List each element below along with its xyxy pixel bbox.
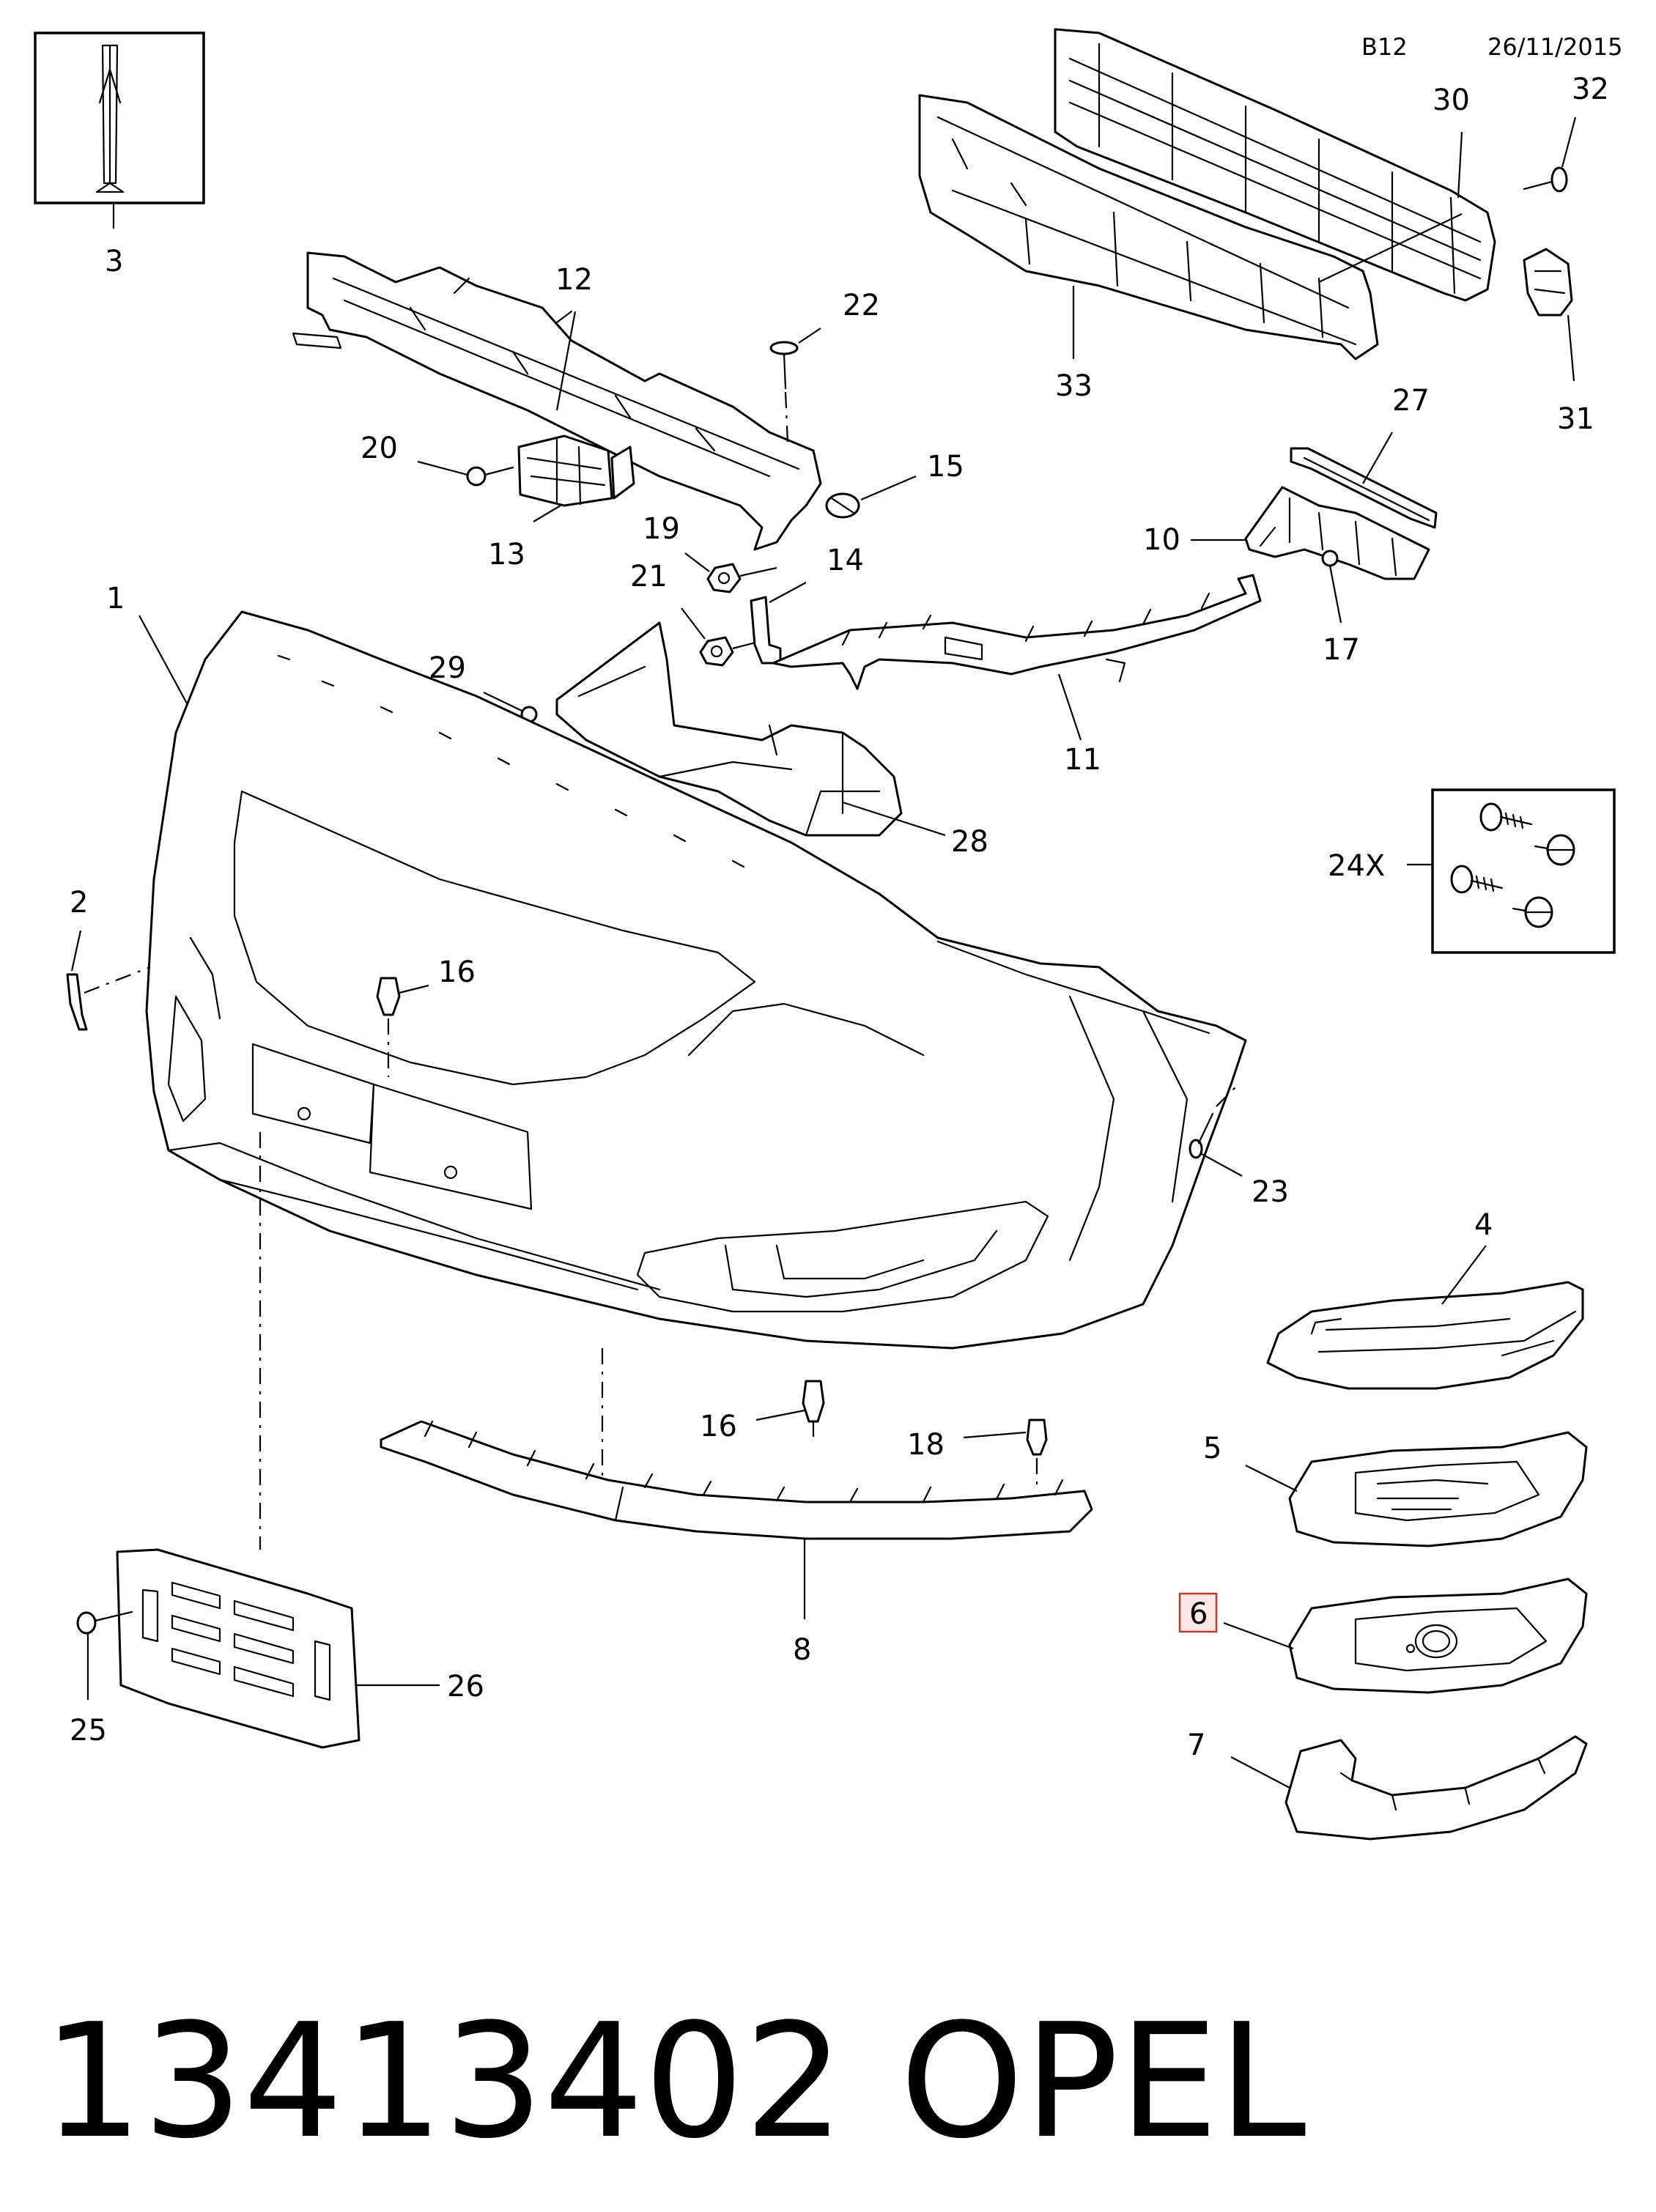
part-15-clip	[825, 492, 860, 519]
callout-22: 22	[843, 289, 880, 322]
part-6-fog-lamp-bezel	[1288, 1577, 1588, 1694]
callout-12: 12	[555, 263, 593, 297]
callout-16-upper: 16	[438, 955, 476, 989]
part-23-screw	[1189, 1112, 1214, 1159]
part-24x-screw-set	[1431, 788, 1616, 954]
part-27-strip	[1290, 447, 1438, 529]
callout-21: 21	[630, 560, 668, 593]
callout-28: 28	[951, 825, 988, 859]
part-12-upper-bracket	[292, 251, 822, 551]
part-20-screw	[466, 466, 514, 487]
callout-25: 25	[70, 1714, 107, 1747]
part-22-screw	[769, 341, 799, 390]
callout-32: 32	[1572, 73, 1609, 106]
part-8-lower-trim-strip	[380, 1420, 1093, 1540]
callout-20: 20	[361, 432, 398, 465]
callout-18: 18	[907, 1428, 945, 1462]
part-21-nut	[699, 636, 734, 667]
screw-icon	[1479, 802, 1533, 832]
callout-1: 1	[106, 582, 125, 615]
callout-26: 26	[447, 1670, 484, 1704]
callout-15: 15	[927, 450, 964, 484]
part-3-cable-tie	[34, 32, 205, 229]
part-1-front-bumper	[145, 610, 1247, 1350]
callout-31: 31	[1557, 402, 1594, 436]
callout-3: 3	[105, 245, 123, 278]
callout-24x: 24X	[1328, 849, 1385, 883]
part-7-lower-trim-molding	[1284, 1735, 1588, 1841]
part-28-deflector	[555, 621, 903, 837]
callout-16-lower: 16	[700, 1410, 737, 1443]
part-26-license-plate-bracket	[116, 1548, 361, 1749]
callout-17: 17	[1323, 633, 1360, 667]
callout-5: 5	[1203, 1432, 1221, 1465]
part-4-fog-lamp-bezel-trim	[1266, 1281, 1584, 1390]
callout-33: 33	[1055, 369, 1093, 403]
part-25-screw	[76, 1610, 133, 1635]
part-2-clip	[66, 973, 88, 1031]
callout-8: 8	[793, 1633, 811, 1667]
brand-name: OPEL	[900, 1989, 1306, 2173]
callout-27: 27	[1392, 384, 1430, 418]
part-32-screw	[1523, 166, 1568, 193]
part-18-clip	[1026, 1418, 1048, 1456]
screw-icon	[1512, 896, 1553, 928]
callout-10: 10	[1143, 523, 1180, 557]
part-30-grille-shutter	[1054, 28, 1496, 302]
callout-19: 19	[643, 512, 680, 546]
part-13-mounting-block	[517, 434, 635, 507]
part-number: 13413402	[42, 1989, 844, 2173]
callout-11: 11	[1064, 743, 1101, 777]
callout-6: 6	[1189, 1597, 1208, 1631]
part-5-fog-lamp-grille	[1288, 1431, 1588, 1547]
screw-icon	[1450, 865, 1504, 894]
callout-2: 2	[70, 886, 88, 920]
part-16-push-clip-upper	[376, 977, 401, 1016]
part-11-bracket-rail	[772, 574, 1262, 690]
callout-6-highlight	[1178, 1592, 1218, 1633]
part-31-actuator	[1523, 248, 1573, 317]
diagram-date: 26/11/2015	[1487, 33, 1622, 61]
callout-23: 23	[1252, 1175, 1289, 1209]
callout-30: 30	[1433, 84, 1470, 117]
callout-14: 14	[827, 544, 864, 577]
part-10-bracket	[1244, 486, 1430, 580]
part-14-bracket	[750, 596, 782, 665]
sheet-code: B12	[1361, 33, 1408, 61]
callout-13: 13	[488, 538, 525, 572]
part-16-push-clip-lower	[802, 1380, 825, 1438]
part-19-nut	[706, 563, 742, 593]
callout-4: 4	[1474, 1208, 1493, 1242]
screw-icon	[1534, 834, 1575, 866]
part-17-clip	[1321, 550, 1339, 567]
part-33-air-deflector-frame	[918, 94, 1379, 360]
callout-7: 7	[1187, 1728, 1205, 1762]
